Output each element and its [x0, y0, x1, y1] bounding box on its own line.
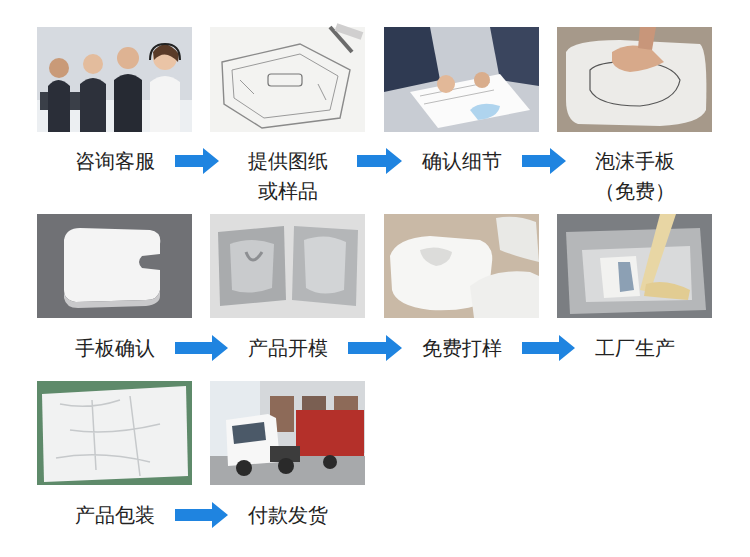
step-caption: 产品开模 — [228, 333, 348, 363]
flow-arrow — [175, 502, 228, 528]
step-caption: 工厂生产 — [575, 333, 695, 363]
flow-arrow — [522, 335, 575, 361]
step-label: 产品开模 — [228, 333, 348, 363]
flow-arrow — [522, 148, 566, 174]
step-caption: 提供图纸 或样品 — [219, 146, 357, 206]
step-caption: 泡沫手板 （免费） — [566, 146, 704, 206]
step-caption: 确认细节 — [402, 146, 522, 176]
photo-mold — [210, 214, 365, 318]
step-label: 工厂生产 — [575, 333, 695, 363]
step-label: 免费打样 — [402, 333, 522, 363]
step-label: 产品包装 — [55, 500, 175, 530]
step-label: 泡沫手板 （免费） — [566, 146, 704, 206]
flow-arrow — [357, 148, 402, 174]
step-caption: 手板确认 — [55, 333, 175, 363]
photo-packaging — [37, 381, 192, 485]
step-caption: 付款发货 — [228, 500, 348, 530]
flow-arrow — [348, 335, 402, 361]
step-label: 咨询客服 — [55, 146, 175, 176]
photo-call-center — [37, 27, 192, 132]
step-label: 确认细节 — [402, 146, 522, 176]
step-label: 付款发货 — [228, 500, 348, 530]
step-label: 提供图纸 或样品 — [219, 146, 357, 206]
photo-sketch — [210, 27, 365, 132]
flow-arrow — [175, 335, 228, 361]
step-label: 手板确认 — [55, 333, 175, 363]
step-caption: 产品包装 — [55, 500, 175, 530]
photo-sample-cushion — [37, 214, 192, 318]
photo-truck — [210, 381, 365, 485]
step-caption: 咨询客服 — [55, 146, 175, 176]
step-caption: 免费打样 — [402, 333, 522, 363]
photo-foam-board — [557, 27, 712, 132]
photo-cushions — [384, 214, 539, 318]
photo-meeting — [384, 27, 539, 132]
photo-factory — [557, 214, 712, 318]
flow-arrow — [175, 148, 219, 174]
